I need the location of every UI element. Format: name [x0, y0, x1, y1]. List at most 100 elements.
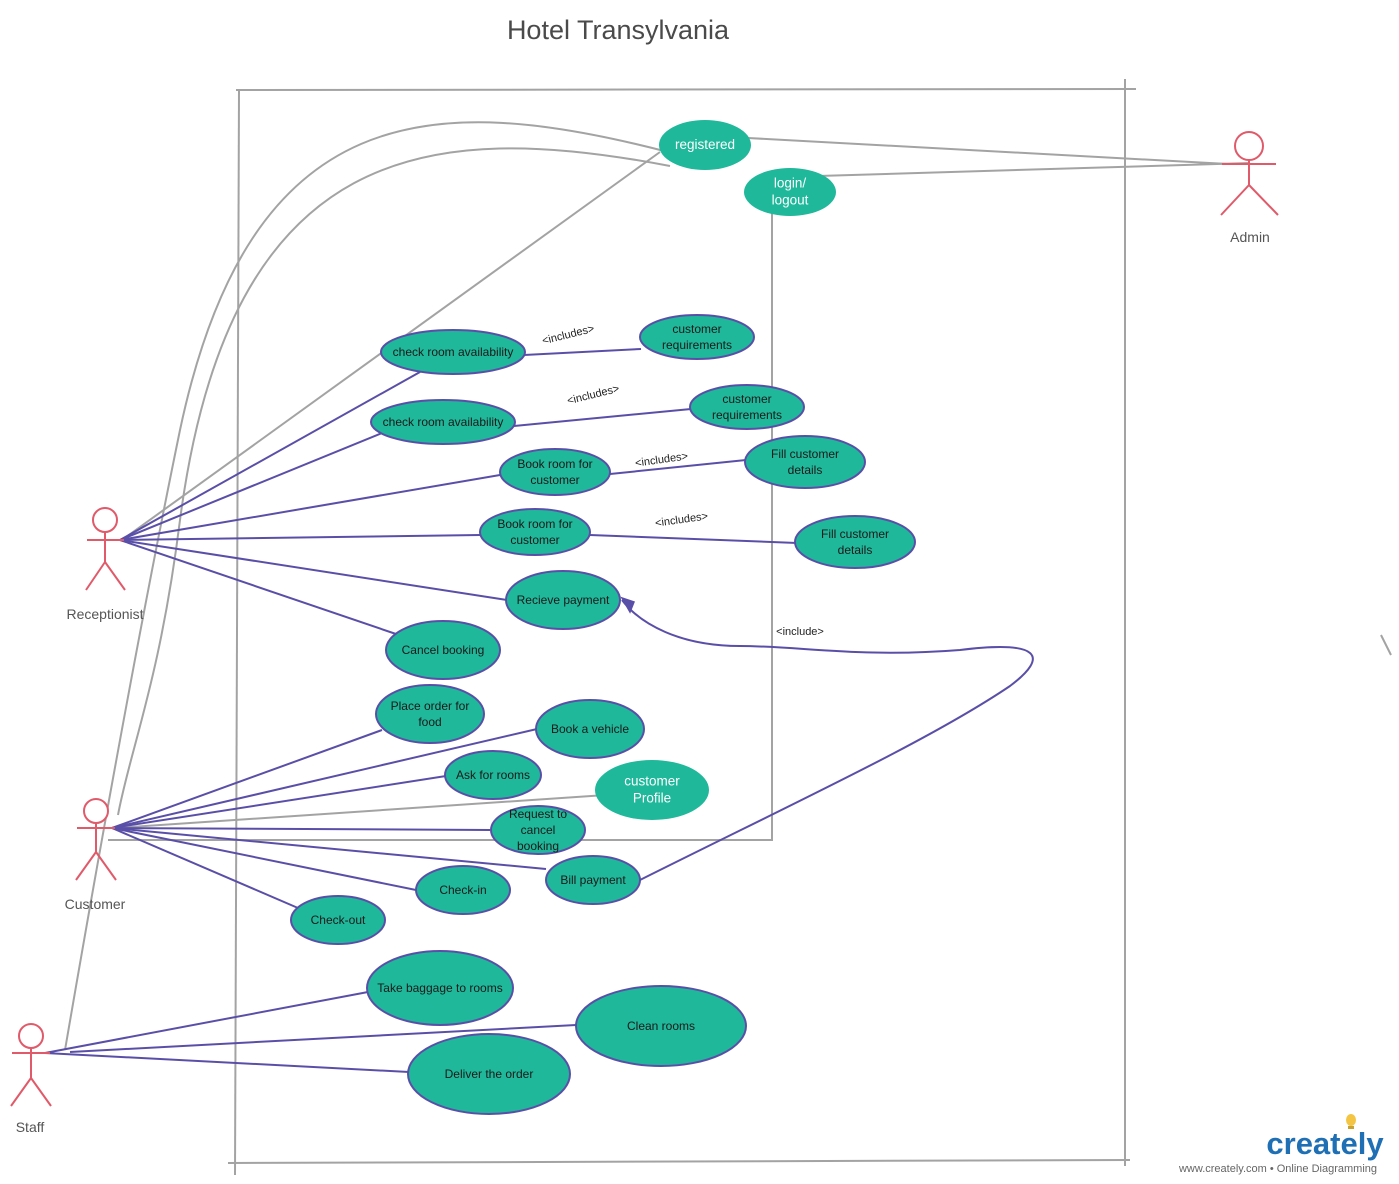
use-case-label: Check-out [311, 913, 366, 927]
use-case-label: check room availability [383, 415, 504, 429]
use-case-ellipse [415, 865, 511, 915]
actor-customer [75, 798, 117, 881]
use-case-req1: customer requirements [639, 314, 755, 360]
use-case-ellipse [595, 760, 709, 820]
use-case-ellipse [744, 435, 866, 489]
use-case-label: requirements [662, 338, 732, 352]
include-arrowhead [620, 596, 635, 614]
system-boundary [108, 79, 1392, 1176]
includes-label: <includes> [654, 510, 708, 529]
use-case-ellipse [380, 329, 526, 375]
use-case-req2: customer requirements [689, 384, 805, 430]
includes-label: <includes> [541, 323, 596, 348]
use-case-label: Deliver the order [445, 1067, 534, 1081]
use-case-ellipse [659, 120, 751, 170]
actor-label-staff: Staff [16, 1119, 45, 1135]
use-case-label: customer [624, 774, 680, 789]
use-case-label: Ask for rooms [456, 768, 530, 782]
use-case-fill1: Fill customer details [744, 435, 866, 489]
use-case-checkout: Check-out [290, 895, 386, 945]
use-case-label: logout [772, 193, 809, 208]
actor-label-receptionist: Receptionist [66, 606, 143, 622]
use-case-cancel: Cancel booking [385, 620, 501, 680]
logo-tagline: www.creately.com • Online Diagramming [1178, 1163, 1377, 1175]
use-case-ellipse [575, 985, 747, 1067]
use-case-label: Request to [509, 807, 567, 821]
logo-wordmark: creately [1266, 1126, 1384, 1161]
use-case-label: Take baggage to rooms [377, 981, 502, 995]
use-case-label: Book room for [517, 457, 592, 471]
use-case-ellipse [689, 384, 805, 430]
lightbulb-icon [1346, 1114, 1356, 1129]
use-case-billpay: Bill payment [545, 855, 641, 905]
use-case-vehicle: Book a vehicle [535, 699, 645, 759]
use-case-baggage: Take baggage to rooms [366, 950, 514, 1026]
gray-associations [64, 121, 1251, 1051]
use-case-ellipse [407, 1033, 571, 1115]
use-case-registered: registered [659, 120, 751, 170]
use-case-clean: Clean rooms [575, 985, 747, 1067]
use-case-deliver: Deliver the order [407, 1033, 571, 1115]
creately-logo: creately www.creately.com • Online Diagr… [1178, 1114, 1384, 1175]
use-case-label: Place order for [391, 699, 470, 713]
use-case-ellipse [385, 620, 501, 680]
actor-label-admin: Admin [1230, 229, 1270, 245]
use-case-ellipse [639, 314, 755, 360]
use-case-ellipse [490, 805, 586, 855]
use-case-label: login/ [774, 176, 807, 191]
use-case-label: Recieve payment [517, 593, 610, 607]
actor-admin [1220, 131, 1279, 216]
use-case-label: food [418, 715, 441, 729]
actor-associations [44, 348, 1034, 1073]
use-case-check1: check room availability [380, 329, 526, 375]
use-case-ellipse [375, 684, 485, 744]
use-case-label: Book room for [497, 517, 572, 531]
use-case-label: requirements [712, 408, 782, 422]
use-case-label: details [788, 463, 823, 477]
use-case-label: Fill customer [821, 527, 889, 541]
use-case-ellipse [370, 399, 516, 445]
use-case-book1: Book room for customer [499, 448, 611, 496]
use-case-book2: Book room for customer [479, 508, 591, 556]
include-label: <include> [776, 626, 824, 638]
use-case-check2: check room availability [370, 399, 516, 445]
use-case-label: booking [517, 839, 559, 853]
use-case-label: check room availability [393, 345, 514, 359]
use-case-ellipse [794, 515, 916, 569]
use-case-ellipse [505, 570, 621, 630]
use-case-login: login/logout [744, 168, 836, 216]
use-case-label: customer [530, 473, 579, 487]
use-case-label: Fill customer [771, 447, 839, 461]
use-case-label: cancel [521, 823, 556, 837]
actor-staff [10, 1023, 52, 1107]
use-case-ellipse [744, 168, 836, 216]
diagram-title: Hotel Transylvania [507, 15, 730, 45]
use-cases: registered login/logout check room availab… [290, 120, 916, 1115]
includes-label: <includes> [566, 383, 621, 408]
use-case-label: Profile [633, 791, 671, 806]
actor-label-customer: Customer [65, 896, 126, 912]
use-case-label: customer [672, 322, 721, 336]
use-case-ellipse [535, 699, 645, 759]
use-case-ellipse [479, 508, 591, 556]
use-case-ellipse [444, 750, 542, 800]
use-case-ellipse [499, 448, 611, 496]
use-case-ellipse [545, 855, 641, 905]
use-case-label: Cancel booking [402, 643, 485, 657]
use-case-label: Check-in [439, 883, 486, 897]
use-case-food: Place order for food [375, 684, 485, 744]
actor-receptionist [85, 507, 126, 591]
use-case-label: customer [510, 533, 559, 547]
use-case-label: registered [675, 137, 735, 152]
use-case-label: Clean rooms [627, 1019, 695, 1033]
use-case-askrooms: Ask for rooms [444, 750, 542, 800]
use-case-label: Book a vehicle [551, 722, 629, 736]
use-case-checkin: Check-in [415, 865, 511, 915]
use-case-reqcancel: Request to cancel booking [490, 805, 586, 855]
use-case-receive: Recieve payment [505, 570, 621, 630]
use-case-label: Bill payment [560, 873, 626, 887]
use-case-label: customer [722, 392, 771, 406]
